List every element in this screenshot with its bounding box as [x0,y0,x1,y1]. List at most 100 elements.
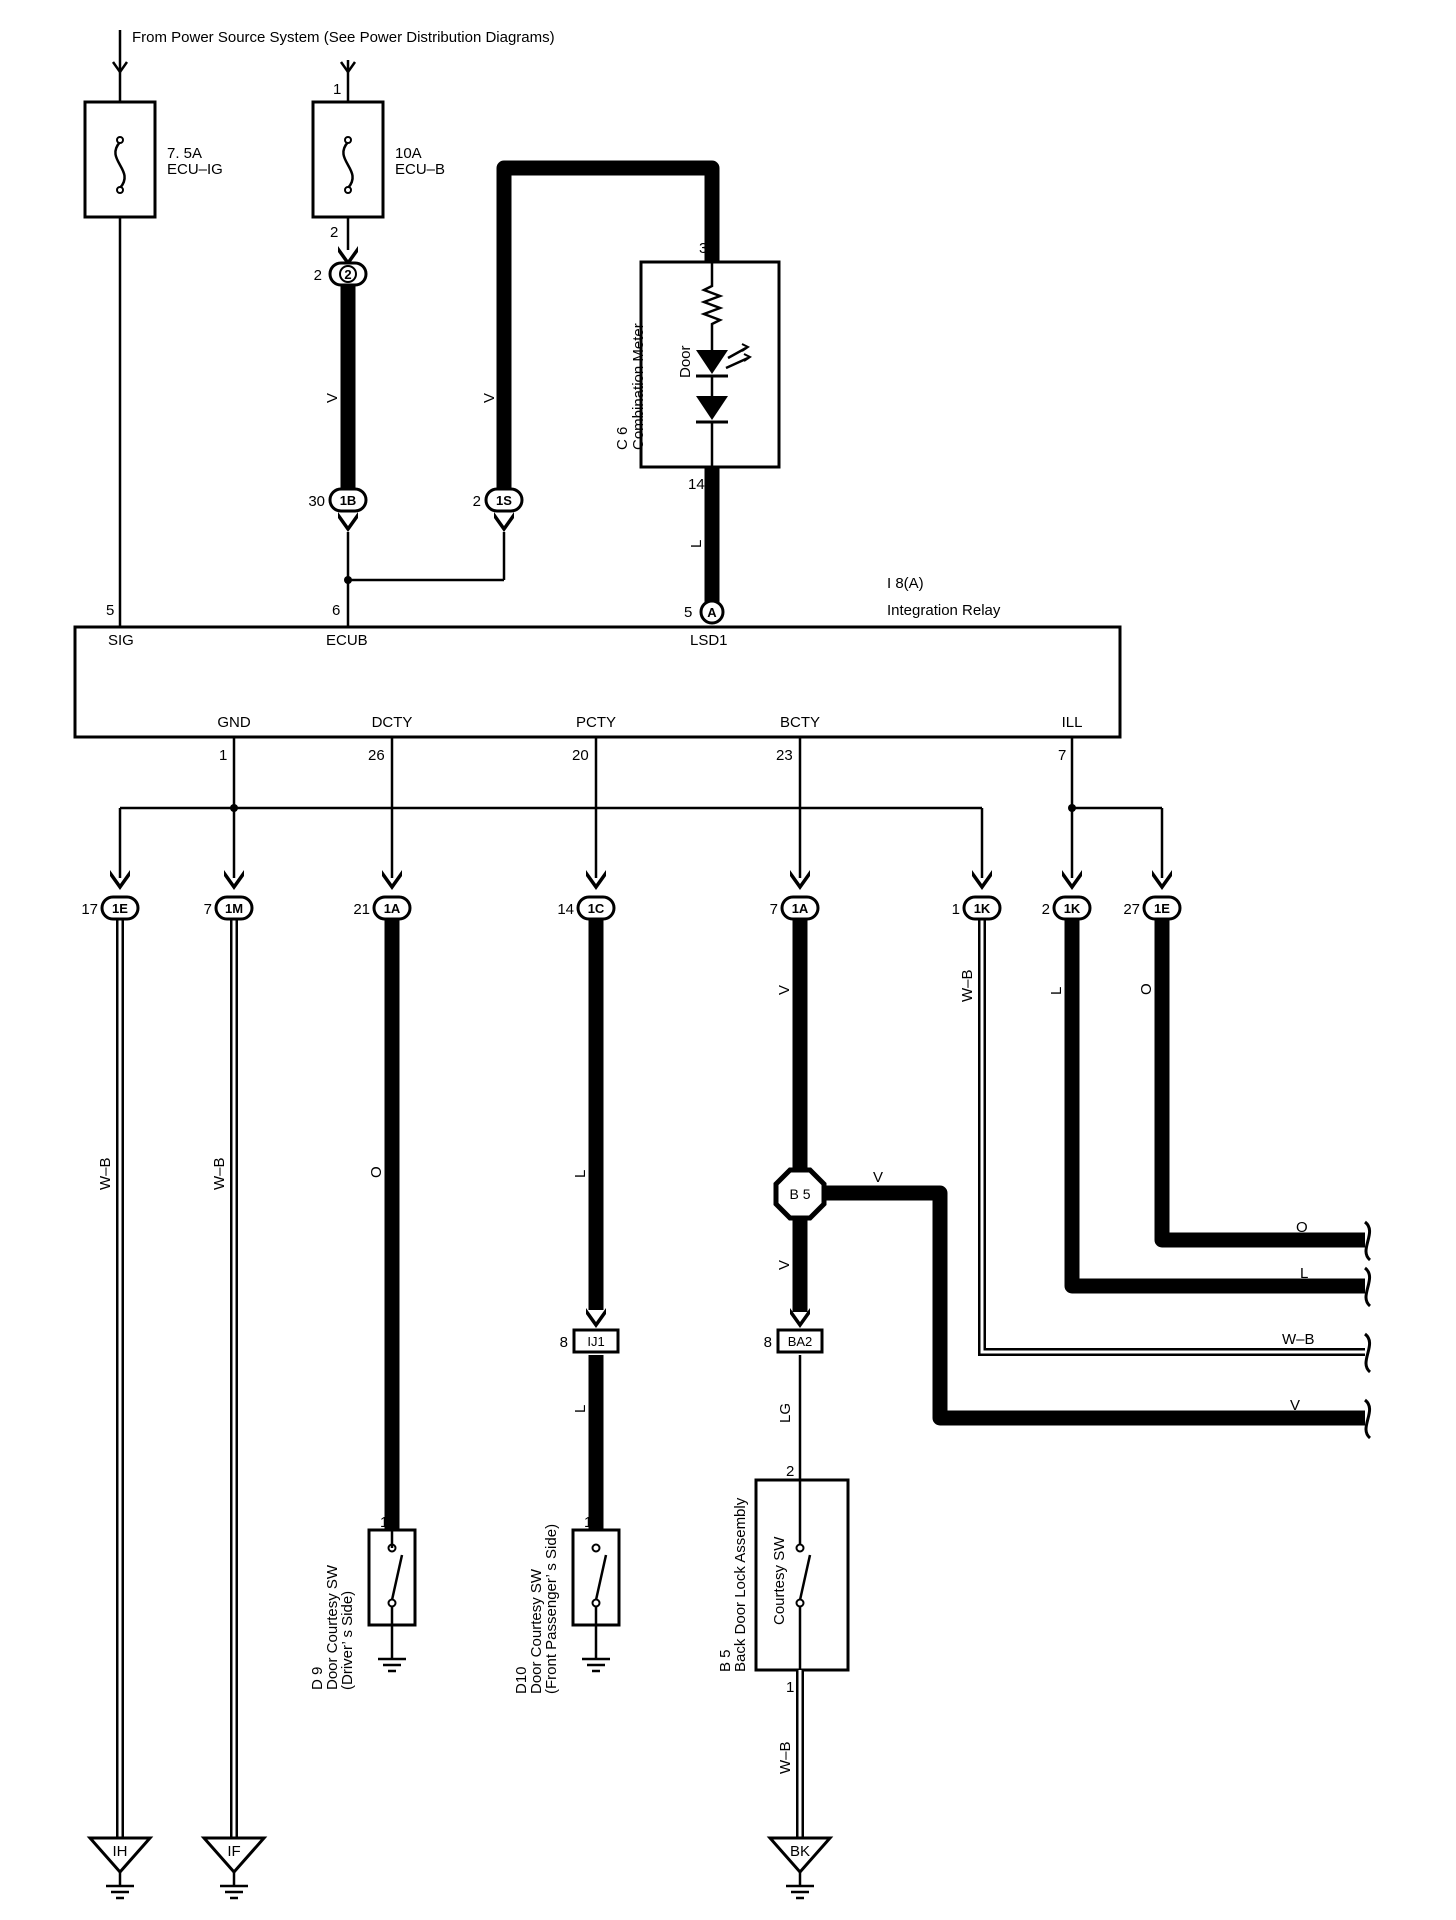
svg-text:ECUB: ECUB [326,632,368,649]
svg-text:L: L [572,1170,589,1178]
svg-text:2: 2 [344,267,351,282]
connector-1e-a: 1E 17 [81,895,140,921]
svg-text:1: 1 [952,901,960,918]
svg-text:1M: 1M [225,901,243,916]
svg-text:O: O [368,1166,385,1178]
svg-text:7: 7 [1058,747,1066,764]
svg-text:O: O [1296,1219,1308,1236]
svg-text:W–B: W–B [97,1157,114,1190]
svg-text:Courtesy SW: Courtesy SW [771,1536,788,1625]
fuse-rating: 7. 5A [167,145,202,162]
wire-color-label: L [688,540,705,548]
svg-text:BCTY: BCTY [780,714,820,731]
ground-point-ih: IH [86,1836,154,1900]
wire-1k-wb: W–B W–B [959,920,1365,1356]
lamp-label: Door [677,345,694,378]
svg-text:1: 1 [380,1514,388,1531]
svg-text:L: L [1300,1265,1308,1282]
svg-text:1: 1 [219,747,227,764]
wire-1m-wb: W–B [211,920,238,1838]
svg-text:D 9: D 9 [309,1667,326,1690]
svg-text:27: 27 [1123,901,1140,918]
svg-text:26: 26 [368,747,385,764]
svg-text:17: 17 [81,901,98,918]
door-courtesy-switch-passenger: 1 D10 Door Courtesy SW (Front Passenger’… [513,1514,621,1694]
wire-color-label: V [481,393,498,403]
svg-text:8: 8 [764,1334,772,1351]
svg-text:23: 23 [776,747,793,764]
splice-b5: B 5 [773,1167,827,1221]
fuse-rating: 10A [395,145,422,162]
svg-text:W–B: W–B [777,1741,794,1774]
svg-text:V: V [776,1260,793,1270]
svg-text:1K: 1K [974,901,991,916]
svg-text:SIG: SIG [108,632,134,649]
svg-text:8: 8 [560,1334,568,1351]
connector-1e-b: 1E 27 [1123,895,1182,921]
pin-label: 14 [688,476,705,493]
svg-text:1S: 1S [496,493,512,508]
svg-text:LG: LG [777,1403,794,1423]
svg-text:30: 30 [308,493,325,510]
fuse-name: ECU–IG [167,161,223,178]
connector-1a-a: 1A 21 [353,895,412,921]
connector-1c: 1C 14 [557,895,616,921]
ground-point-if: IF [200,1836,268,1900]
meter-name: Combination Meter [630,323,647,450]
wire-1e-wb: W–B [97,920,124,1838]
svg-text:GND: GND [217,714,251,731]
svg-text:BA2: BA2 [788,1334,813,1349]
power-source-label: From Power Source System (See Power Dist… [132,29,555,46]
svg-text:W–B: W–B [1282,1331,1315,1348]
svg-text:2: 2 [1042,901,1050,918]
pin-label: 3 [699,240,707,257]
wire-color-label: V [324,393,341,403]
integration-relay: I 8(A) Integration Relay 5 SIG 6 ECUB 5 … [73,575,1122,764]
svg-text:DCTY: DCTY [372,714,413,731]
connector-1m: 1M 7 [204,895,254,921]
fuse-ecu-ig: 7. 5A ECU–IG [83,30,223,627]
svg-text:1B: 1B [340,493,357,508]
svg-text:20: 20 [572,747,589,764]
svg-text:D10: D10 [513,1666,530,1694]
svg-text:1K: 1K [1064,901,1081,916]
svg-text:1E: 1E [112,901,128,916]
svg-text:L: L [572,1405,589,1413]
svg-text:W–B: W–B [211,1157,228,1190]
svg-text:5: 5 [106,602,114,619]
svg-text:L: L [1048,987,1065,995]
svg-text:5: 5 [684,604,692,621]
svg-text:IH: IH [113,1843,128,1860]
pin-label: 1 [333,81,341,98]
pin-label: 2 [330,224,338,241]
connector-2: 2 2 [314,261,368,287]
svg-text:BK: BK [790,1843,810,1860]
connector-1s: 1S 2 [473,487,524,532]
connector-1k-b: 1K 2 [1042,895,1092,921]
ground-point-bk: BK [766,1836,834,1900]
svg-text:7: 7 [204,901,212,918]
svg-text:1A: 1A [384,901,401,916]
svg-text:PCTY: PCTY [576,714,616,731]
fuse-name: ECU–B [395,161,445,178]
connector-1b: 1B 30 [308,487,368,532]
svg-text:1A: 1A [792,901,809,916]
svg-text:V: V [1290,1397,1300,1414]
svg-text:6: 6 [332,602,340,619]
junction-ij1: IJ1 8 [560,1328,620,1354]
relay-name: Integration Relay [887,602,1001,619]
wire-break-marks [1363,1220,1372,1440]
wire-bk-wb: W–B [777,1670,804,1838]
fuse-ecu-b: 1 10A ECU–B 2 [311,60,445,266]
svg-text:Door Courtesy SW: Door Courtesy SW [324,1564,341,1690]
svg-text:W–B: W–B [959,969,976,1002]
svg-text:1E: 1E [1154,901,1170,916]
svg-text:Door Courtesy SW: Door Courtesy SW [528,1568,545,1694]
svg-text:14: 14 [557,901,574,918]
relay-code: I 8(A) [887,575,924,592]
svg-text:IJ1: IJ1 [587,1334,604,1349]
connector-1a-b: 1A 7 [770,895,820,921]
svg-text:1: 1 [786,1679,794,1696]
svg-text:2: 2 [786,1463,794,1480]
